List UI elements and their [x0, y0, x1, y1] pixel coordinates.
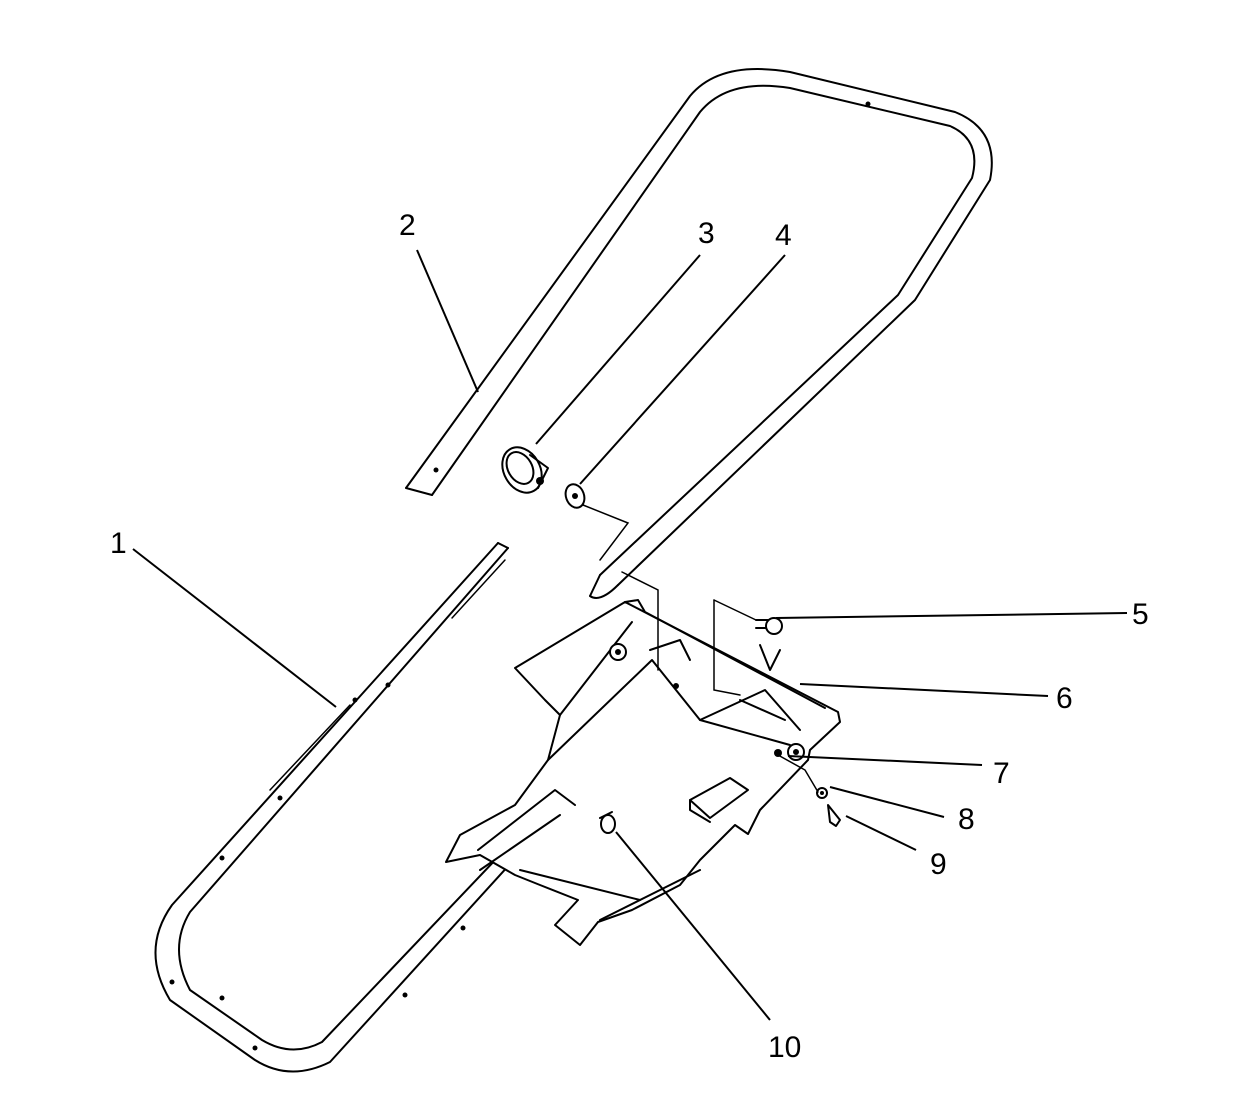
knob	[501, 446, 549, 494]
leader-4	[579, 254, 786, 485]
callout-5: 5	[1132, 598, 1149, 631]
base-bracket	[445, 599, 841, 946]
callout-3: 3	[698, 217, 715, 250]
leader-7	[787, 755, 983, 766]
callout-9: 9	[930, 848, 947, 881]
callout-8: 8	[958, 803, 975, 836]
leader-9	[845, 815, 917, 851]
leader-1	[132, 548, 337, 708]
leader-3	[535, 254, 701, 445]
callout-2: 2	[399, 209, 416, 242]
callout-1: 1	[110, 527, 127, 560]
callout-6: 6	[1056, 682, 1073, 715]
callout-10: 10	[768, 1031, 801, 1064]
leader-10	[615, 831, 771, 1021]
washer	[564, 483, 586, 509]
bolt	[755, 617, 783, 635]
clip	[827, 804, 841, 827]
nut	[816, 787, 828, 799]
callout-7: 7	[993, 757, 1010, 790]
leader-lines	[132, 249, 1128, 1021]
plug	[599, 811, 616, 834]
leader-6	[799, 683, 1049, 697]
callout-4: 4	[775, 219, 792, 252]
assembly-lines	[582, 504, 819, 793]
callout-labels: 1 2 3 4 5 6 7 8 9 10	[110, 209, 1149, 1064]
lower-handle	[154, 542, 701, 1073]
pin	[774, 749, 782, 757]
upper-handle	[405, 68, 993, 599]
leader-2	[416, 249, 479, 393]
leader-8	[829, 786, 945, 818]
leader-5	[775, 612, 1128, 619]
